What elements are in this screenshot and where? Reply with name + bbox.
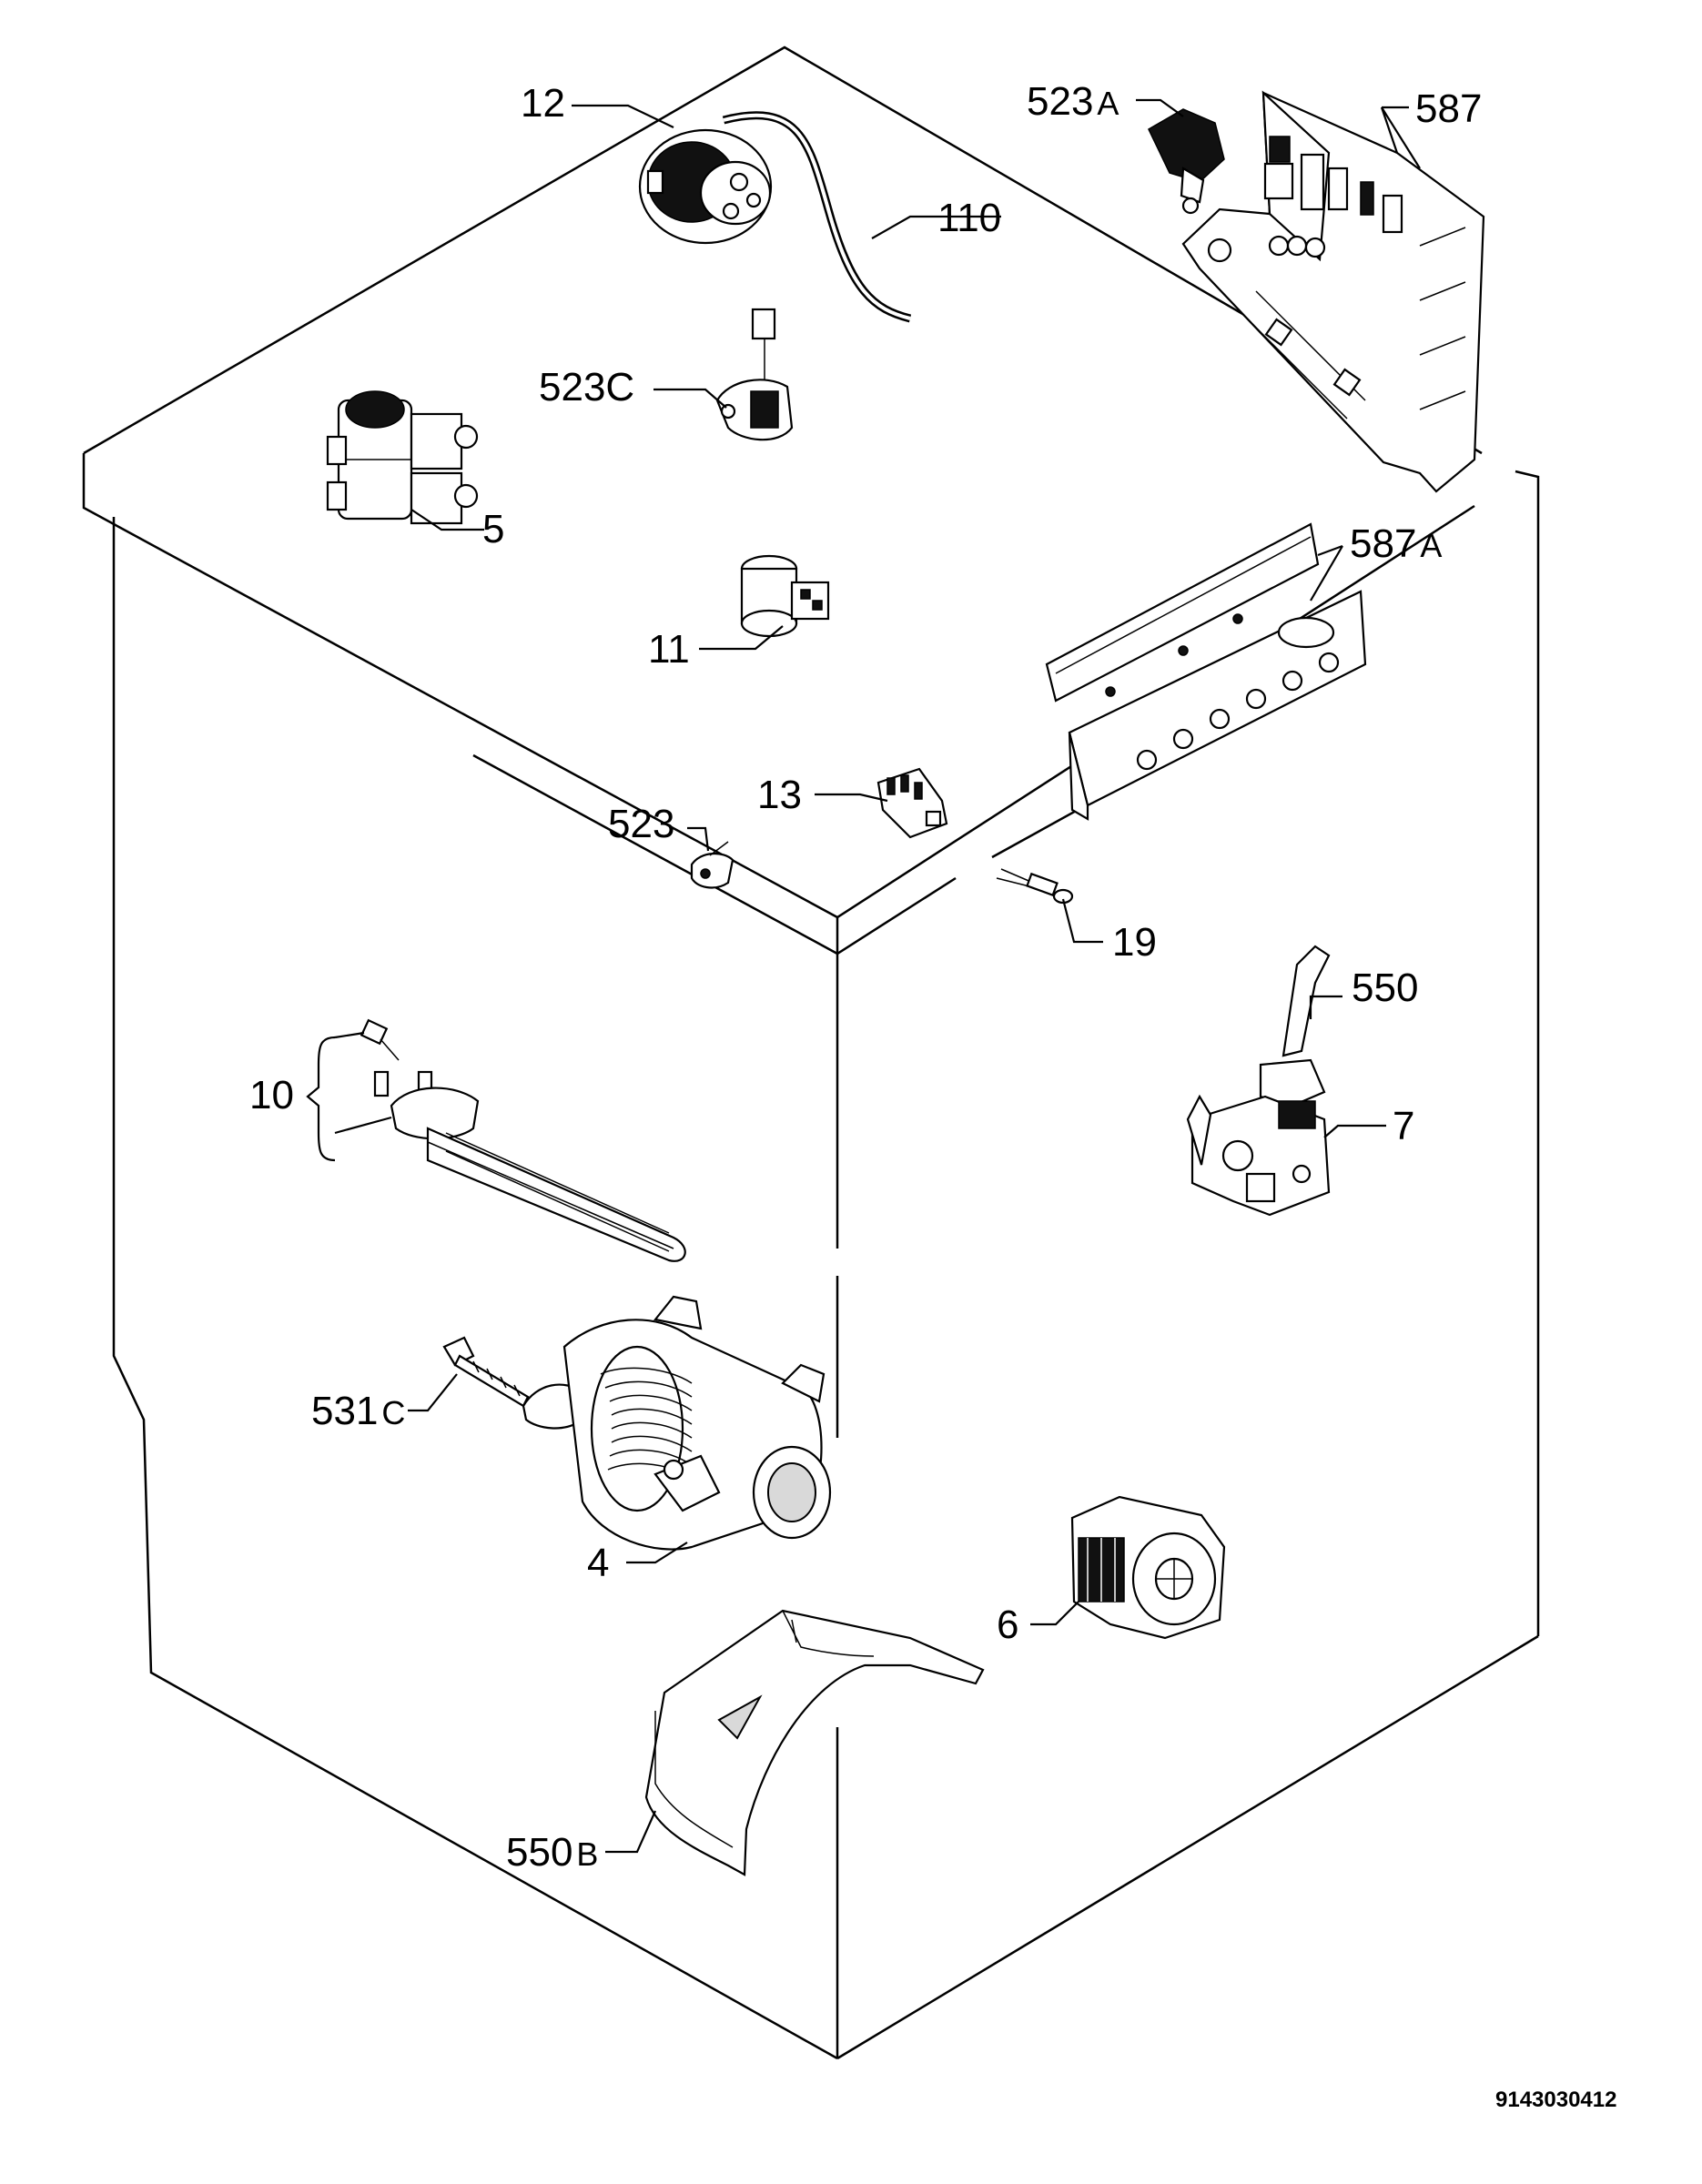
callout-10: 10 — [249, 1073, 294, 1117]
callout-4: 4 — [587, 1541, 609, 1585]
callout-523c: 523C — [539, 365, 634, 410]
screw-part-531c — [442, 1336, 530, 1408]
interference-filter-part-11 — [740, 554, 830, 638]
callout-7: 7 — [1393, 1104, 1414, 1148]
callout-523: 523 — [608, 802, 674, 846]
cover-part-550b — [644, 1609, 985, 1876]
leader-lines — [306, 98, 1421, 1854]
pressure-switch-part-12 — [638, 128, 773, 245]
callout-11: 11 — [648, 627, 690, 672]
inlet-valve-part-5 — [326, 390, 479, 525]
door-interlock-part-7 — [1186, 1094, 1331, 1217]
callout-12: 12 — [521, 81, 565, 126]
lever-part-550 — [1259, 945, 1331, 1107]
control-board-part-587a — [1045, 522, 1367, 821]
callout-587: 587 — [1415, 86, 1482, 131]
document-number: 9143030412 — [1495, 2088, 1616, 2112]
ntc-sensor-part-19 — [996, 868, 1074, 905]
callout-110: 110 — [937, 196, 1001, 240]
latch-part-523a — [1148, 108, 1225, 215]
terminal-block-part-13 — [876, 767, 948, 839]
callout-6: 6 — [997, 1603, 1018, 1647]
callout-19: 19 — [1112, 920, 1157, 965]
heating-element-part-10 — [360, 1018, 686, 1262]
pressure-hose-inner — [723, 113, 911, 320]
drain-pump-part-4 — [522, 1295, 832, 1551]
callout-5: 5 — [482, 507, 504, 551]
sensor-part-523c — [715, 308, 794, 441]
clip-part-523 — [690, 841, 734, 889]
callout-13: 13 — [757, 773, 802, 817]
door-switch-part-6 — [1070, 1495, 1226, 1640]
callout-550: 550 — [1352, 966, 1418, 1010]
electronic-module-part-587 — [1181, 90, 1485, 493]
